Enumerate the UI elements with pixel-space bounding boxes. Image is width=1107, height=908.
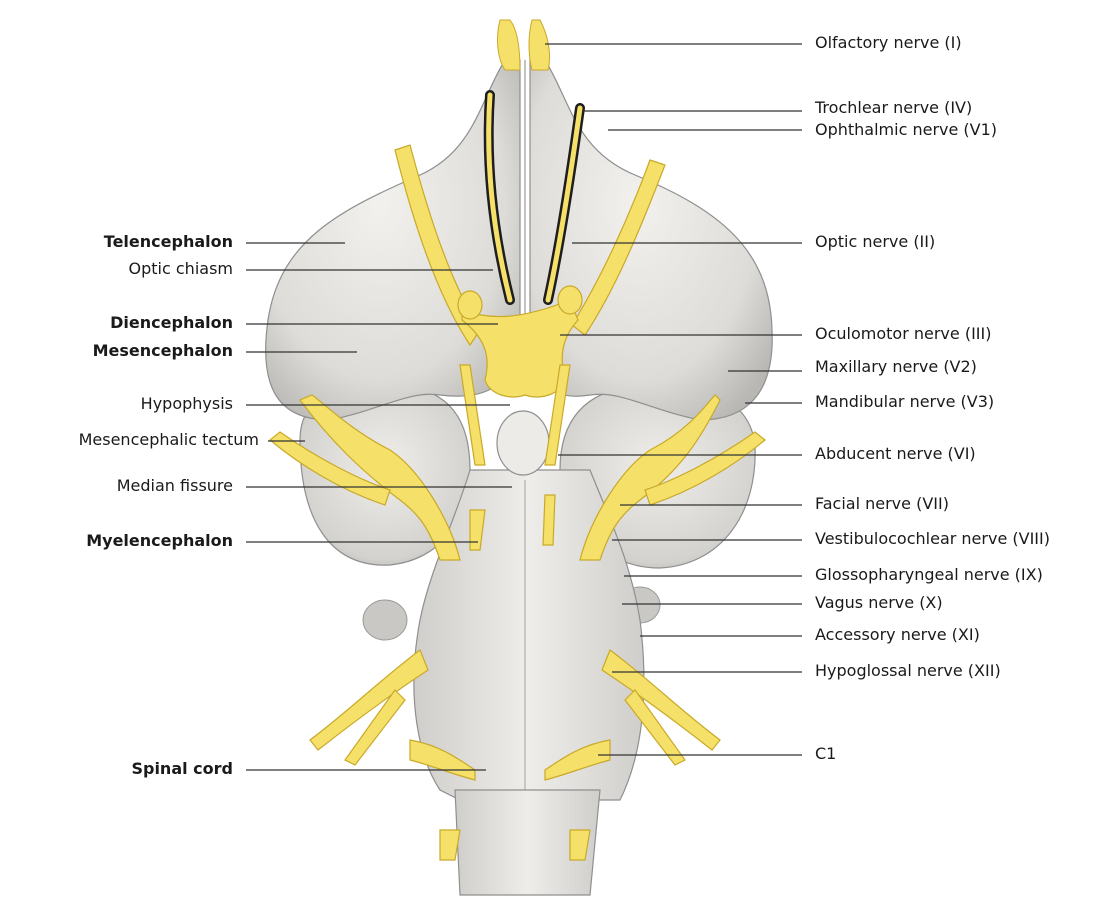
- label-median-fissure: Median fissure: [117, 476, 233, 496]
- label-trochlear-nerve: Trochlear nerve (IV): [815, 98, 972, 118]
- label-telencephalon: Telencephalon: [104, 232, 233, 252]
- label-myelencephalon: Myelencephalon: [86, 531, 233, 551]
- label-accessory-nerve: Accessory nerve (XI): [815, 625, 980, 645]
- label-vestibulocochlear-nerve: Vestibulocochlear nerve (VIII): [815, 529, 1050, 549]
- label-oculomotor-nerve: Oculomotor nerve (III): [815, 324, 991, 344]
- hypophysis-shape: [497, 411, 549, 475]
- label-mesencephalon: Mesencephalon: [93, 341, 233, 361]
- olfactory-bulbs: [498, 20, 550, 70]
- label-mandibular-nerve: Mandibular nerve (V3): [815, 392, 994, 412]
- label-facial-nerve: Facial nerve (VII): [815, 494, 949, 514]
- label-optic-nerve: Optic nerve (II): [815, 232, 935, 252]
- label-ophthalmic-nerve: Ophthalmic nerve (V1): [815, 120, 997, 140]
- label-optic-chiasm: Optic chiasm: [129, 259, 233, 279]
- label-diencephalon: Diencephalon: [110, 313, 233, 333]
- label-vagus-nerve: Vagus nerve (X): [815, 593, 943, 613]
- label-c1: C1: [815, 744, 836, 764]
- label-olfactory-nerve: Olfactory nerve (I): [815, 33, 962, 53]
- label-glossopharyngeal-nerve: Glossopharyngeal nerve (IX): [815, 565, 1043, 585]
- label-mesencephalic-tectum: Mesencephalic tectum: [79, 430, 259, 450]
- label-hypophysis: Hypophysis: [141, 394, 233, 414]
- label-abducent-nerve: Abducent nerve (VI): [815, 444, 976, 464]
- label-hypoglossal-nerve: Hypoglossal nerve (XII): [815, 661, 1001, 681]
- label-spinal-cord: Spinal cord: [131, 759, 233, 779]
- label-maxillary-nerve: Maxillary nerve (V2): [815, 357, 977, 377]
